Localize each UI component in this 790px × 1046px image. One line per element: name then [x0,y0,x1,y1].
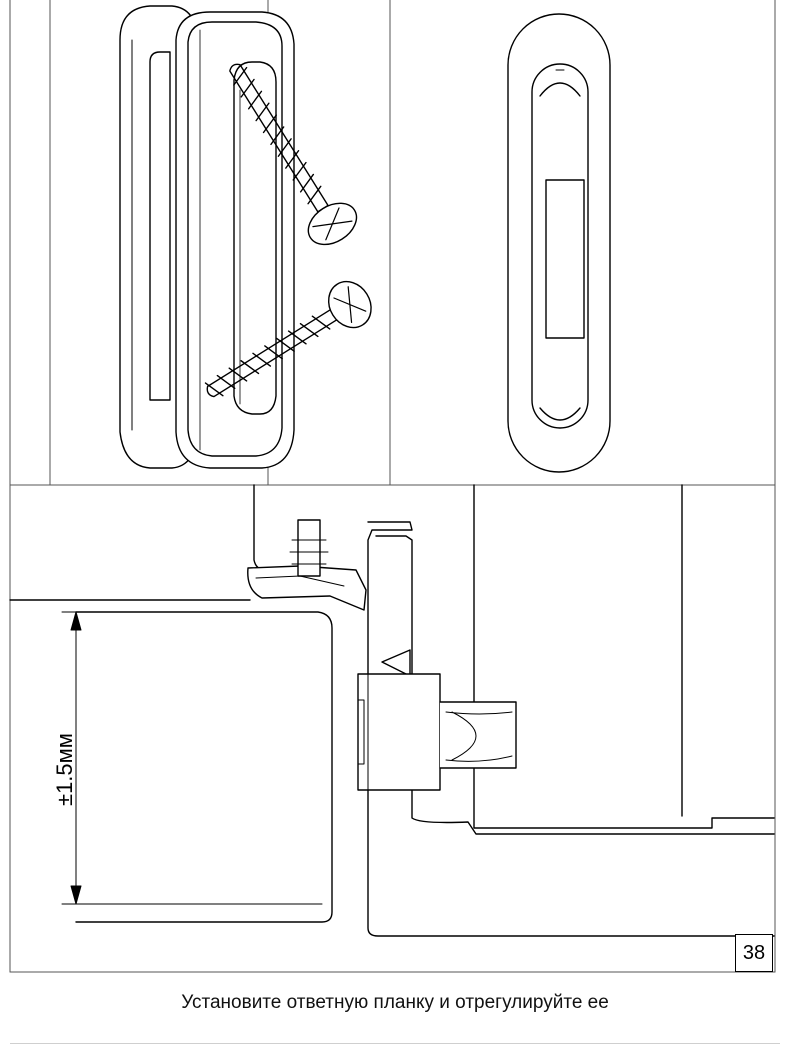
drawing-frame [9,0,776,973]
strike-plate-with-screws [49,0,372,486]
cross-section [9,484,775,937]
page-number: 38 [735,934,773,972]
dimension-label: ±1.5мм [52,733,77,806]
instruction-caption: Установите ответную планку и отрегулируй… [181,992,609,1013]
adjustment-dimension [61,611,323,905]
lower-screw [204,280,372,398]
upper-screw [229,63,358,246]
bottom-rule [10,1043,780,1044]
strike-plate-front-view [507,13,611,473]
installation-drawing: ±1.5мм [9,0,776,973]
